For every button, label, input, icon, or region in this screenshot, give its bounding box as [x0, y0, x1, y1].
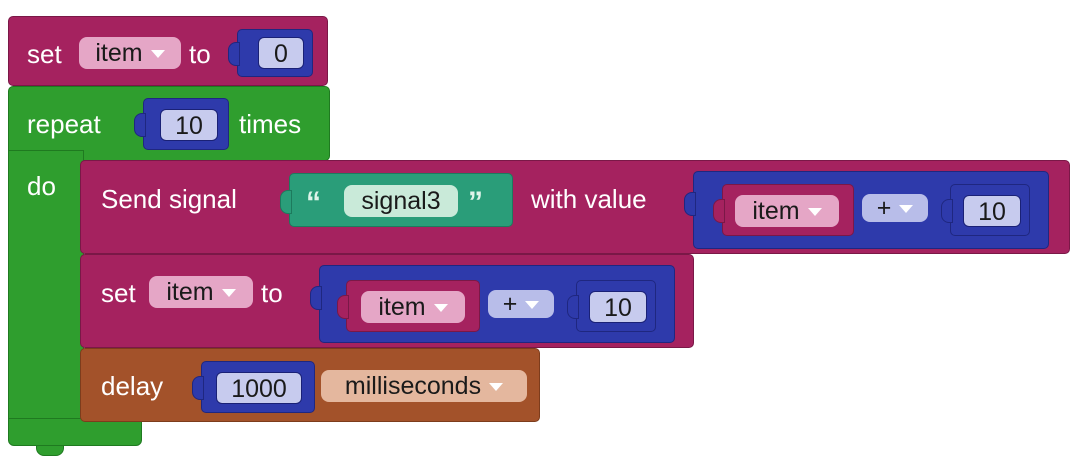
variable-dropdown[interactable]: item	[79, 37, 181, 69]
chevron-down-icon	[525, 301, 540, 309]
connector-tab-icon	[941, 199, 953, 223]
repeat-bottom-cap	[8, 418, 142, 446]
set-item-block[interactable]: set item to 0	[8, 16, 328, 86]
connector-tab-icon	[713, 199, 725, 223]
repeat-block[interactable]: repeat 10 times	[8, 86, 330, 161]
with-value-label: with value	[531, 184, 647, 214]
to-keyword: to	[261, 278, 283, 308]
repeat-body-arm: do	[8, 150, 84, 432]
do-keyword: do	[27, 171, 56, 201]
number-block[interactable]: 0	[228, 29, 313, 77]
variable-name: item	[752, 197, 800, 225]
send-signal-label: Send signal	[101, 184, 237, 214]
delay-keyword: delay	[101, 371, 164, 401]
chevron-down-icon	[489, 383, 504, 391]
operator-dropdown[interactable]: +	[488, 290, 554, 318]
math-expression-block[interactable]: item + 10	[310, 265, 675, 343]
item-variable-block[interactable]: item	[713, 184, 854, 236]
signal-name-field[interactable]: signal3	[344, 185, 458, 217]
number-field[interactable]: 0	[258, 37, 304, 69]
number-block[interactable]: 10	[941, 184, 1030, 236]
repeat-count-block[interactable]: 10	[134, 98, 229, 150]
variable-name: item	[378, 293, 426, 321]
set-item-block[interactable]: set item to item + 10	[80, 254, 694, 348]
connector-tab-icon	[567, 295, 579, 319]
number-field[interactable]: 10	[963, 195, 1021, 227]
operator-symbol: +	[502, 290, 518, 318]
operator-dropdown[interactable]: +	[862, 194, 928, 222]
number-field[interactable]: 10	[589, 291, 647, 323]
chevron-down-icon	[150, 50, 165, 58]
repeat-count-field[interactable]: 10	[160, 109, 218, 141]
chevron-down-icon	[221, 289, 236, 297]
repeat-keyword: repeat	[27, 109, 101, 139]
open-quote-icon: “	[306, 186, 321, 219]
connector-tab-icon	[134, 113, 146, 137]
connector-tab-icon	[337, 295, 349, 319]
variable-name: item	[166, 278, 214, 306]
connector-tab-icon	[228, 42, 240, 66]
delay-block[interactable]: delay 1000 milliseconds	[80, 348, 540, 422]
delay-number-block[interactable]: 1000	[192, 361, 315, 413]
variable-dropdown[interactable]: item	[735, 195, 839, 227]
delay-value-field[interactable]: 1000	[216, 372, 302, 404]
time-unit-label: milliseconds	[344, 372, 482, 400]
number-block[interactable]: 10	[567, 280, 656, 332]
to-keyword: to	[189, 39, 211, 69]
connector-tab-icon	[684, 192, 696, 216]
item-variable-block[interactable]: item	[337, 280, 480, 332]
repeat-bottom-notch	[36, 445, 64, 456]
set-keyword: set	[101, 278, 136, 308]
connector-tab-icon	[310, 286, 322, 310]
connector-tab-icon	[192, 376, 204, 400]
connector-tab-icon	[280, 190, 292, 214]
chevron-down-icon	[807, 208, 822, 216]
set-keyword: set	[27, 39, 62, 69]
chevron-down-icon	[433, 304, 448, 312]
close-quote-icon: ”	[468, 186, 483, 219]
chevron-down-icon	[899, 205, 914, 213]
variable-dropdown[interactable]: item	[149, 276, 253, 308]
operator-symbol: +	[876, 194, 892, 222]
math-expression-block[interactable]: item + 10	[684, 171, 1049, 249]
times-keyword: times	[239, 109, 302, 139]
text-block[interactable]: “ signal3 ”	[280, 173, 513, 227]
time-unit-dropdown[interactable]: milliseconds	[321, 370, 527, 402]
send-signal-block[interactable]: Send signal “ signal3 ” with value item …	[80, 160, 1070, 254]
variable-name: item	[95, 39, 143, 67]
variable-dropdown[interactable]: item	[361, 291, 465, 323]
